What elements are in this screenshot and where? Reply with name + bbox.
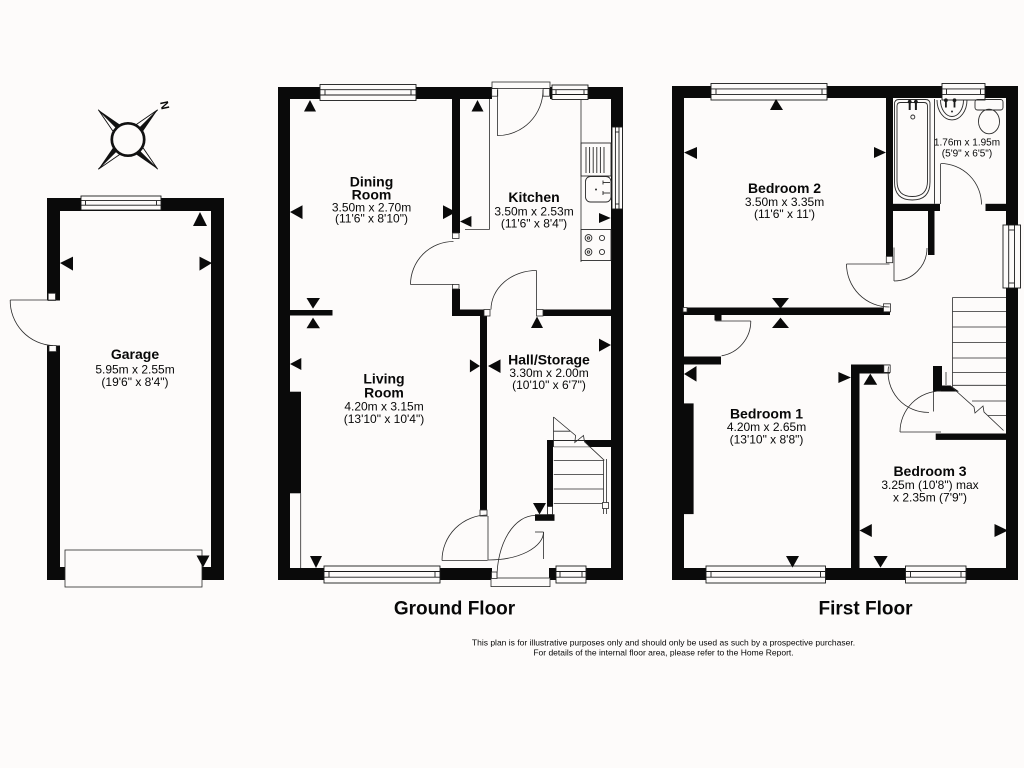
svg-text:5.95m x 2.55m: 5.95m x 2.55m: [95, 363, 174, 377]
svg-text:(11'6" x 8'10"): (11'6" x 8'10"): [335, 212, 408, 226]
svg-text:(19'6" x 8'4"): (19'6" x 8'4"): [101, 375, 168, 389]
svg-text:3.25m (10'8") max: 3.25m (10'8") max: [881, 478, 978, 492]
svg-text:3.30m x 2.00m: 3.30m x 2.00m: [509, 366, 588, 380]
svg-text:This plan is for illustrative: This plan is for illustrative purposes o…: [472, 638, 855, 648]
svg-text:First Floor: First Floor: [819, 599, 914, 620]
svg-text:Bedroom 2: Bedroom 2: [748, 180, 821, 196]
svg-text:N: N: [157, 100, 170, 111]
svg-text:3.50m x 2.70m: 3.50m x 2.70m: [332, 201, 411, 215]
svg-text:For details of the internal fl: For details of the internal floor area, …: [533, 647, 793, 657]
svg-text:3.50m x 3.35m: 3.50m x 3.35m: [745, 195, 824, 209]
svg-text:4.20m x 2.65m: 4.20m x 2.65m: [727, 420, 806, 434]
svg-text:Kitchen: Kitchen: [508, 189, 559, 205]
svg-text:Room: Room: [364, 385, 404, 401]
svg-text:Dining: Dining: [350, 174, 394, 190]
svg-text:3.50m x 2.53m: 3.50m x 2.53m: [494, 205, 573, 219]
svg-text:Bedroom 3: Bedroom 3: [893, 463, 966, 479]
svg-text:Garage: Garage: [111, 346, 159, 362]
svg-text:x 2.35m (7'9"): x 2.35m (7'9"): [893, 491, 967, 505]
svg-text:Bedroom 1: Bedroom 1: [730, 406, 803, 422]
svg-text:1.76m x 1.95m: 1.76m x 1.95m: [934, 138, 1000, 149]
svg-text:4.20m x 3.15m: 4.20m x 3.15m: [344, 400, 423, 414]
svg-text:(13'10" x 8'8"): (13'10" x 8'8"): [730, 433, 804, 447]
svg-text:(5'9" x 6'5"): (5'9" x 6'5"): [942, 149, 992, 160]
svg-text:Hall/Storage: Hall/Storage: [508, 352, 590, 368]
svg-text:Room: Room: [352, 187, 392, 203]
svg-text:(11'6" x 8'4"): (11'6" x 8'4"): [501, 217, 567, 231]
svg-text:Ground Floor: Ground Floor: [394, 599, 516, 620]
svg-text:(13'10" x 10'4"): (13'10" x 10'4"): [344, 412, 424, 426]
svg-text:(11'6" x 11'): (11'6" x 11'): [754, 207, 815, 221]
svg-text:(10'10" x 6'7"): (10'10" x 6'7"): [512, 378, 586, 392]
svg-text:Living: Living: [363, 371, 404, 387]
